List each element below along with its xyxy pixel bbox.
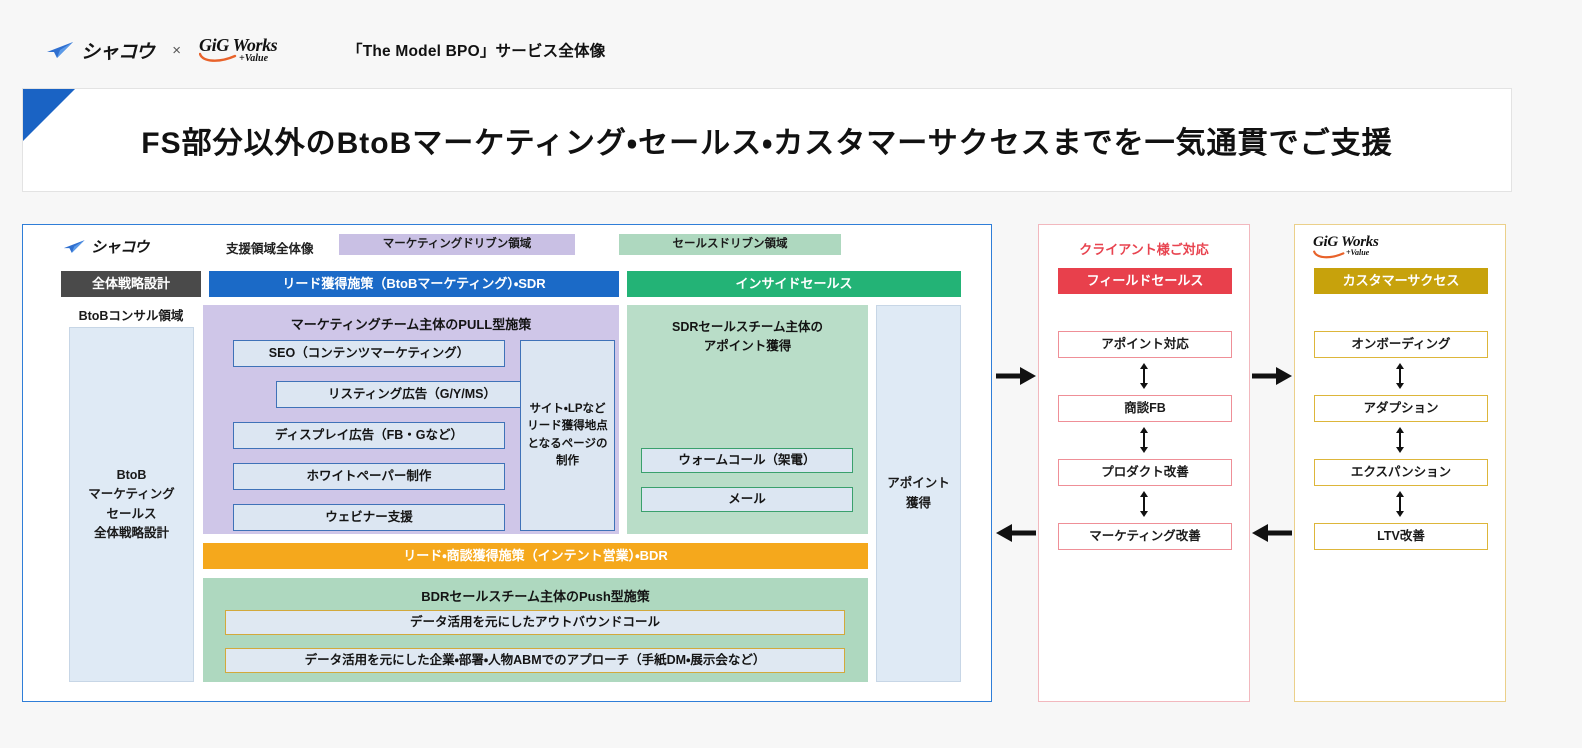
appointment-column: アポイント 獲得 xyxy=(876,305,961,682)
push-strategy-area: BDRセールスチーム主体のPush型施策 データ活用を元にしたアウトバウンドコー… xyxy=(203,578,868,682)
shakou-logo: シャコウ xyxy=(46,37,155,64)
pull-item-listing-ads: リスティング広告（G/Y/MS） xyxy=(276,381,548,408)
connector-arrow-right-to-client xyxy=(994,363,1038,389)
pull-strategy-area: マーケティングチーム主体のPULL型施策 SEO（コンテンツマーケティング） リ… xyxy=(203,305,619,534)
page-title: 「The Model BPO」サービス全体像 xyxy=(347,43,606,60)
title-banner: FS部分以外のBtoBマーケティング・セールス・カスタマーサクセスまでを一気通貫… xyxy=(22,88,1512,192)
gig-item-expansion: エクスパンション xyxy=(1314,459,1488,486)
shakou-mark-icon xyxy=(63,239,87,254)
sdr-area: SDRセールスチーム主体の アポイント獲得 ウォームコール（架電） メール xyxy=(627,305,868,534)
sdr-item-mail: メール xyxy=(641,487,853,512)
pull-item-seo: SEO（コンテンツマーケティング） xyxy=(233,340,505,367)
legend-chip-marketing: マーケティングドリブン領域 xyxy=(339,234,575,255)
banner-title: FS部分以外のBtoBマーケティング・セールス・カスタマーサクセスまでを一気通貫… xyxy=(141,127,1393,160)
banner-corner-accent xyxy=(23,89,75,141)
pull-item-display-ads: ディスプレイ広告（FB・Gなど） xyxy=(233,422,505,449)
client-item-product-improvement: プロダクト改善 xyxy=(1058,459,1232,486)
pull-item-whitepaper: ホワイトペーパー制作 xyxy=(233,463,505,490)
push-item-abm-approach: データ活用を元にした企業・部署・人物ABMでのアプローチ（手紙DM・展示会など） xyxy=(225,648,845,673)
gigworks-panel-header: カスタマーサクセス xyxy=(1314,268,1488,294)
pull-item-webinar: ウェビナー支援 xyxy=(233,504,505,531)
client-panel: クライアント様ご対応 フィールドセールス アポイント対応 商談FB プロダクト改… xyxy=(1038,224,1250,702)
gigworks-panel: GiG Works +Value カスタマーサクセス オンボーディング アダプシ… xyxy=(1294,224,1506,702)
client-item-meeting-feedback: 商談FB xyxy=(1058,395,1232,422)
diagram-legend-row: シャコウ 支援領域全体像 マーケティングドリブン領域 セールスドリブン領域 xyxy=(23,225,991,267)
vertical-double-arrow-icon xyxy=(1393,489,1407,519)
gig-item-adoption: アダプション xyxy=(1314,395,1488,422)
gigworks-wordmark: GiG Works xyxy=(1313,234,1379,250)
client-item-marketing-improvement: マーケティング改善 xyxy=(1058,523,1232,550)
sdr-area-title: SDRセールスチーム主体の アポイント獲得 xyxy=(671,320,824,354)
legend-label: 支援領域全体像 xyxy=(226,242,314,256)
legend-chip-sales: セールスドリブン領域 xyxy=(619,234,841,255)
shakou-mark-icon xyxy=(46,41,76,59)
client-item-appointment: アポイント対応 xyxy=(1058,331,1232,358)
gigworks-swoosh-icon xyxy=(198,51,239,69)
logo-separator: × xyxy=(172,41,182,59)
push-item-outbound-call: データ活用を元にしたアウトバウンドコール xyxy=(225,610,845,635)
gigworks-wordmark: GiG Works xyxy=(199,35,278,55)
diagram-shakou-logo: シャコウ xyxy=(63,236,149,257)
site-lp-production-box: サイト・LPなど リード獲得地点 となるページの 制作 xyxy=(520,340,615,531)
pull-area-title: マーケティングチーム主体のPULL型施策 xyxy=(290,317,532,332)
vertical-double-arrow-icon xyxy=(1137,489,1151,519)
page-header: シャコウ × GiG Works +Value 「The Model BPO」サ… xyxy=(46,28,605,72)
shakou-wordmark: シャコウ xyxy=(91,239,149,256)
connector-arrow-left-from-client xyxy=(994,520,1038,546)
bar-inside-sales: インサイドセールス xyxy=(627,271,961,297)
push-area-title: BDRセールスチーム主体のPush型施策 xyxy=(421,589,650,604)
consult-strategy-box: BtoB マーケティング セールス 全体戦略設計 xyxy=(69,327,194,682)
bar-bdr: リード・商談獲得施策（インテント営業）・BDR xyxy=(203,543,868,569)
connector-arrow-right-to-gigworks xyxy=(1250,363,1294,389)
consult-area-label: BtoBコンサル領域 xyxy=(78,309,184,323)
client-panel-title: クライアント様ご対応 xyxy=(1079,242,1209,257)
vertical-double-arrow-icon xyxy=(1393,361,1407,391)
gigworks-logo: GiG Works +Value xyxy=(1313,233,1405,265)
vertical-double-arrow-icon xyxy=(1393,425,1407,455)
sdr-item-warm-call: ウォームコール（架電） xyxy=(641,448,853,473)
vertical-double-arrow-icon xyxy=(1137,425,1151,455)
bar-strategy: 全体戦略設計 xyxy=(61,271,201,297)
bar-lead-generation: リード獲得施策（BtoBマーケティング）・SDR xyxy=(209,271,619,297)
client-panel-header: フィールドセールス xyxy=(1058,268,1232,294)
service-overview-diagram: シャコウ 支援領域全体像 マーケティングドリブン領域 セールスドリブン領域 全体… xyxy=(22,224,992,702)
gigworks-tagline: +Value xyxy=(1346,248,1370,257)
gig-item-onboarding: オンボーディング xyxy=(1314,331,1488,358)
shakou-wordmark: シャコウ xyxy=(81,41,155,63)
gig-item-ltv-improvement: LTV改善 xyxy=(1314,523,1488,550)
gigworks-logo: GiG Works +Value xyxy=(198,33,291,69)
gigworks-tagline: +Value xyxy=(239,53,269,64)
gigworks-swoosh-icon xyxy=(1313,247,1347,265)
connector-arrow-left-from-gigworks xyxy=(1250,520,1294,546)
vertical-double-arrow-icon xyxy=(1137,361,1151,391)
